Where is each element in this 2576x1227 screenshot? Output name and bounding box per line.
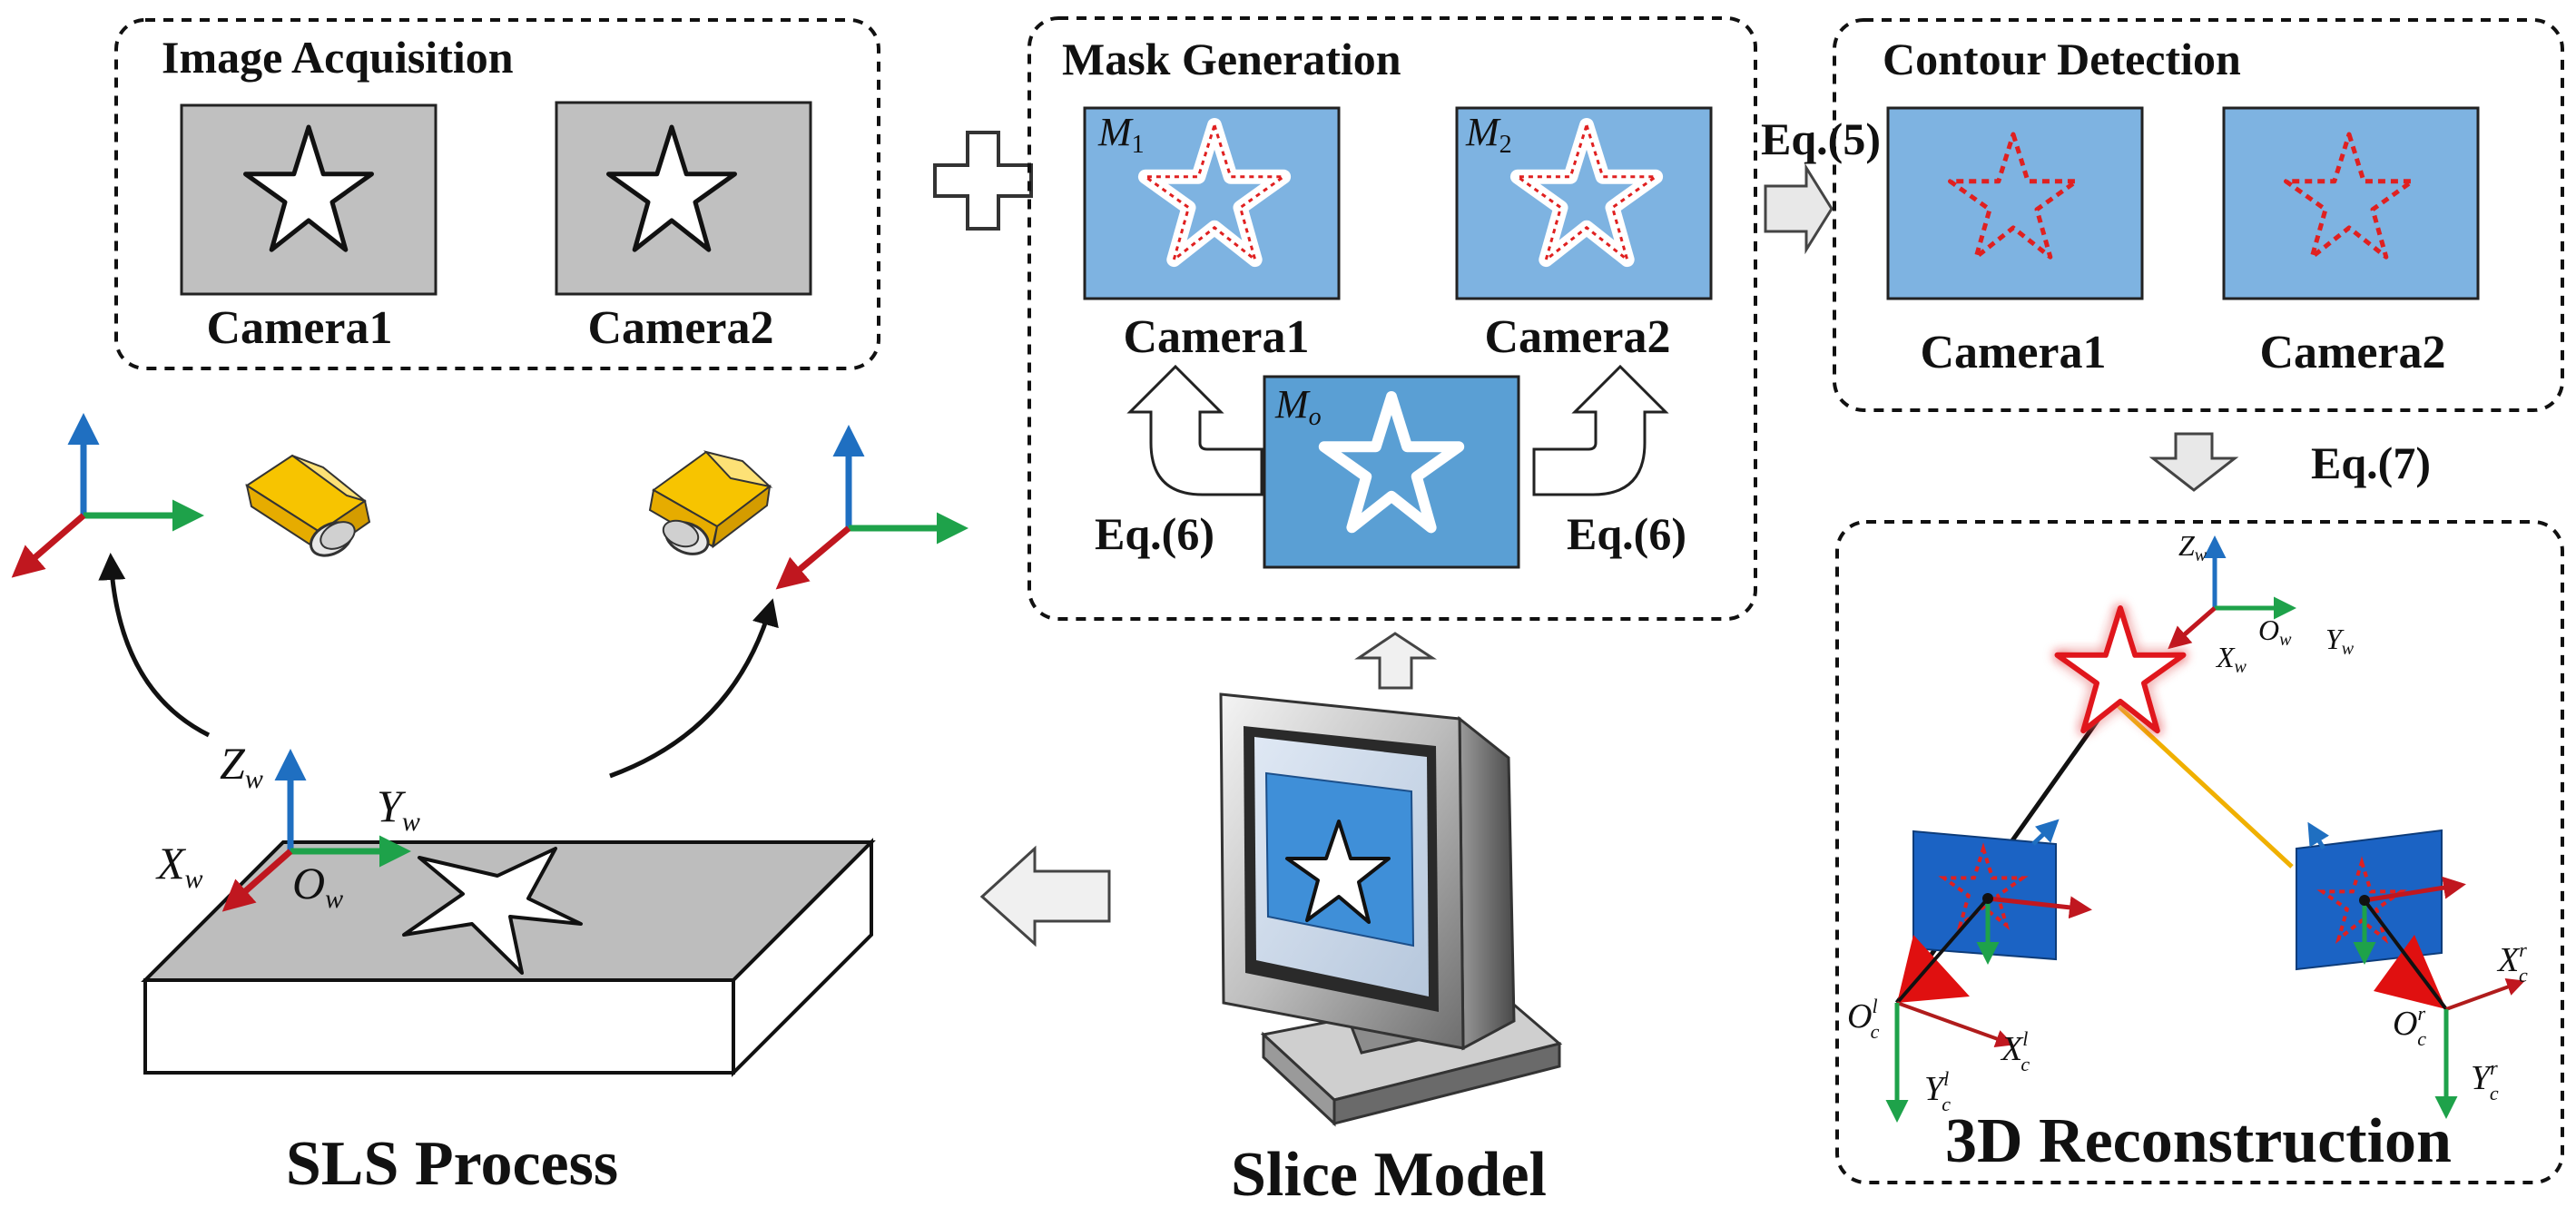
- section-contour-detection: Contour Detection Camera1 Camera2: [1833, 18, 2564, 412]
- arrow-up-icon: [1354, 632, 1438, 690]
- star-icon: [1938, 842, 2029, 931]
- camera1-label: Camera1: [206, 302, 392, 354]
- section-border: [114, 18, 880, 370]
- star-icon: [2284, 132, 2414, 260]
- section-border: [1833, 18, 2564, 412]
- right-camera-x-axis: [2445, 978, 2525, 1011]
- right-optical-line: [2363, 898, 2448, 1011]
- slice-model-caption: Slice Model: [1231, 1140, 1547, 1210]
- section-border: [1027, 16, 1757, 621]
- mask-m1-label: M1: [1097, 110, 1145, 159]
- mask-m2-label: M2: [1465, 110, 1512, 159]
- u-turn-arrow-icon: [1126, 364, 1263, 496]
- camera2-label: Camera2: [2259, 327, 2445, 378]
- world-x-label: Xw: [155, 838, 203, 894]
- sls-process-scene: Zw Yw Xw Ow SLS Process: [11, 413, 968, 1199]
- right-frame-x-axis: [775, 525, 851, 590]
- contour-outline: [1141, 120, 1288, 264]
- arrow-left-icon: [979, 845, 1111, 947]
- section-title: Mask Generation: [1062, 34, 1401, 84]
- eq5-label: Eq.(5): [1761, 113, 1881, 164]
- section-mask-generation: Mask Generation M1 M2 Camera1 Camera2 Mo…: [1027, 16, 1757, 621]
- arrow-right-icon: [1764, 162, 1834, 255]
- world-z-label: Zw: [220, 738, 263, 794]
- star-icon: [402, 847, 583, 975]
- world-y-label: Yw: [377, 780, 420, 837]
- monitor-icon: [1219, 692, 1563, 1127]
- eq6-right-label: Eq.(6): [1567, 508, 1686, 559]
- star-icon: [243, 124, 374, 252]
- section-border: [1835, 520, 2564, 1184]
- left-plane-x-axis: [1987, 896, 2092, 919]
- camera2-label: Camera2: [587, 302, 773, 354]
- camera-icon: [648, 450, 773, 555]
- curved-arrow-left: [98, 553, 211, 738]
- plus-icon: [933, 131, 1033, 231]
- arrow-down-icon: [2148, 432, 2239, 492]
- right-plane-z-axis: [2307, 821, 2330, 850]
- left-camera-x-axis: [1896, 1001, 2014, 1047]
- right-plane-x-axis: [2364, 876, 2466, 903]
- world-origin-label: Ow: [2258, 614, 2292, 650]
- curved-arrow-right: [609, 598, 779, 779]
- contour-outline: [1513, 120, 1660, 264]
- camera-icon: [245, 454, 371, 557]
- world-x-label: Xw: [2215, 641, 2247, 677]
- camera1-label: Camera1: [1123, 311, 1309, 363]
- left-optical-line: [1895, 897, 1990, 1005]
- platform-side: [732, 838, 873, 1077]
- eq7-label: Eq.(7): [2311, 437, 2431, 488]
- star-icon: [2054, 605, 2187, 734]
- star-icon: [2316, 856, 2407, 945]
- sls-process-caption: SLS Process: [286, 1129, 618, 1199]
- world-x-axis: [2168, 606, 2217, 650]
- mask-mo-label: Mo: [1274, 382, 1322, 431]
- world-z-label: Zw: [2178, 529, 2207, 565]
- star-icon: [606, 124, 737, 252]
- section-image-acquisition: Image Acquisition Camera1 Camera2: [114, 18, 880, 370]
- world-x-axis: [221, 849, 293, 912]
- left-frame-x-axis: [11, 513, 86, 578]
- camera2-label: Camera2: [1484, 311, 1670, 363]
- section-title: Image Acquisition: [162, 32, 514, 83]
- left-plane-z-axis: [2031, 819, 2060, 846]
- world-y-label: Yw: [2325, 623, 2355, 659]
- left-camera-cone: [1897, 935, 1970, 1003]
- right-ray: [2104, 692, 2294, 869]
- platform-front: [143, 978, 735, 1075]
- u-turn-arrow-icon: [1532, 364, 1669, 496]
- world-origin-label: Ow: [292, 858, 343, 914]
- star-icon: [1318, 391, 1465, 534]
- right-camera-cone: [2374, 935, 2446, 1009]
- section-title: 3D Reconstruction: [1945, 1106, 2452, 1176]
- eq6-left-label: Eq.(6): [1095, 508, 1214, 559]
- star-icon: [1285, 820, 1391, 924]
- camera1-label: Camera1: [1920, 327, 2106, 378]
- section-title: Contour Detection: [1883, 34, 2241, 84]
- star-icon: [1948, 132, 2079, 260]
